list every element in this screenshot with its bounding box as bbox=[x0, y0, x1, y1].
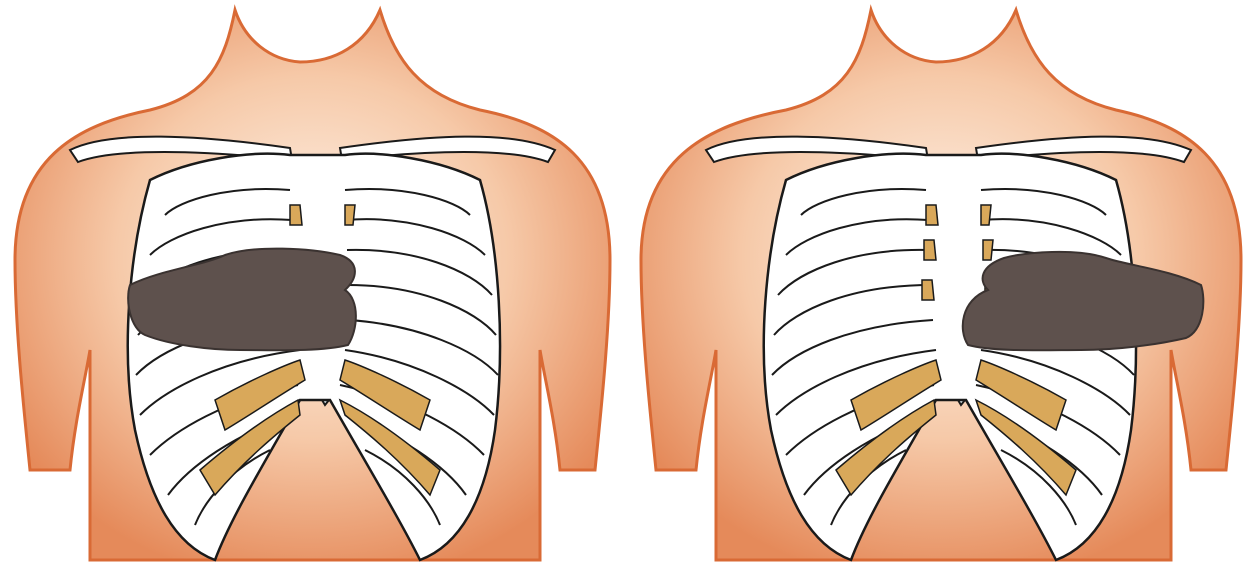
left-panel bbox=[0, 0, 626, 567]
right-panel bbox=[626, 0, 1252, 567]
torso-illustration-left bbox=[0, 0, 626, 567]
torso-illustration-right bbox=[626, 0, 1252, 567]
